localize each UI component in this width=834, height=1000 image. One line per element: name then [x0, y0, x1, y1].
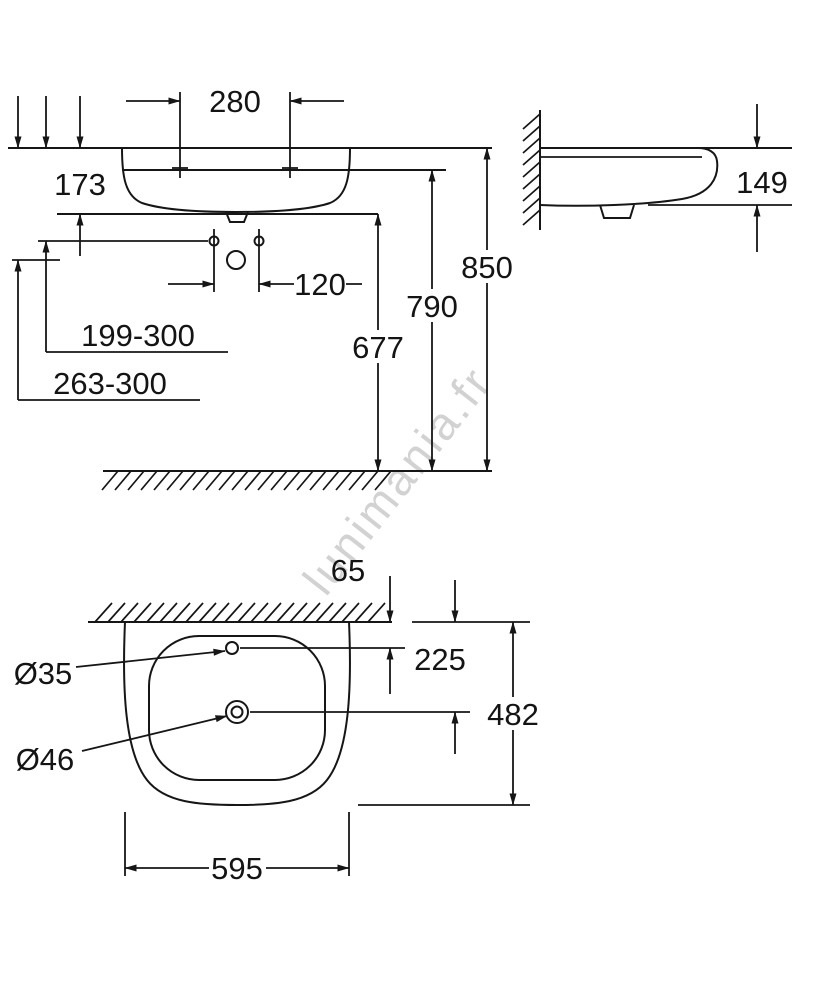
- dim-263-300: 263-300: [14, 259, 200, 401]
- dim-790: 790: [404, 169, 461, 472]
- watermark-text: lunimania.fr: [293, 356, 503, 604]
- basin-front-outline: [121, 147, 351, 214]
- dim-65-label: 65: [331, 553, 365, 588]
- dim-199-300: 199-300: [42, 240, 228, 353]
- dim-790-label: 790: [406, 289, 458, 324]
- dia-46-label: Ø46: [16, 742, 75, 777]
- dim-225: 225: [414, 580, 466, 754]
- dim-149-label: 149: [736, 165, 788, 200]
- dim-850-label: 850: [461, 250, 513, 285]
- basin-top-outline: [123, 621, 351, 807]
- dim-280: 280: [126, 84, 344, 178]
- dim-280-label: 280: [209, 84, 261, 119]
- top-view: 65 225 482 Ø35 Ø46 595: [14, 553, 542, 886]
- dim-149: 149: [736, 104, 788, 252]
- dim-173-label: 173: [54, 167, 106, 202]
- dim-482: 482: [485, 621, 542, 806]
- dim-120: 120: [168, 266, 362, 302]
- dia-35-label: Ø35: [14, 656, 73, 691]
- tap-hole-top: [225, 641, 239, 655]
- basin-bowl-outline: [148, 635, 326, 781]
- floor-hatching: [101, 470, 392, 491]
- dim-482-label: 482: [487, 697, 539, 732]
- dim-850: 850: [459, 147, 516, 472]
- drain-hole-front: [226, 250, 246, 270]
- dim-173: 173: [54, 167, 106, 256]
- dim-677-label: 677: [352, 330, 404, 365]
- dim-199-300-label: 199-300: [81, 318, 195, 353]
- side-view: 149: [522, 104, 792, 252]
- dim-225-label: 225: [414, 642, 466, 677]
- wall-hatching-side: [522, 113, 541, 226]
- dim-263-300-label: 263-300: [53, 366, 167, 401]
- dim-677: 677: [350, 213, 407, 472]
- drain-inner-circle: [230, 705, 244, 719]
- dim-120-label: 120: [294, 267, 346, 302]
- front-view: 280 173 120: [8, 84, 516, 491]
- callout-drain-diameter: Ø46: [16, 715, 228, 777]
- callout-tap-diameter: Ø35: [14, 648, 226, 691]
- datum-arrows: [14, 96, 84, 149]
- wall-hatching-top: [94, 602, 386, 623]
- dim-595: 595: [124, 812, 350, 886]
- drain-stub: [225, 211, 249, 223]
- side-drain-boss: [599, 204, 635, 219]
- dim-65: 65: [331, 553, 394, 694]
- dim-595-label: 595: [211, 851, 263, 886]
